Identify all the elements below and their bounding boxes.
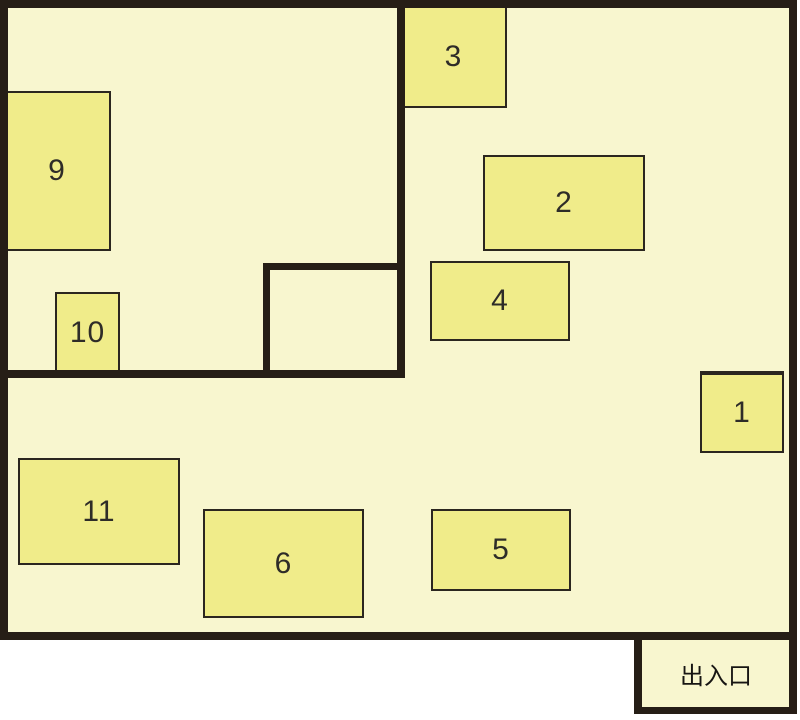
room-box-9[interactable]: 9 xyxy=(3,91,111,251)
room-box-5-label: 5 xyxy=(492,533,510,566)
wall-interior-vertical xyxy=(397,0,405,378)
room-box-1-label: 1 xyxy=(733,396,751,429)
wall-outer-left xyxy=(0,0,8,640)
room-box-1[interactable]: 1 xyxy=(700,371,784,453)
wall-entrance-left xyxy=(634,632,642,714)
room-box-4[interactable]: 4 xyxy=(430,261,570,341)
room-box-3[interactable]: 3 xyxy=(400,6,507,108)
entrance-label: 出入口 xyxy=(680,661,752,690)
entrance-floor-area xyxy=(634,632,797,714)
room-box-9-label: 9 xyxy=(48,154,66,187)
room-box-5[interactable]: 5 xyxy=(431,509,571,591)
wall-entrance-bottom xyxy=(634,707,797,714)
room-box-3-label: 3 xyxy=(444,40,463,73)
room-box-10[interactable]: 10 xyxy=(55,292,120,374)
room-box-2[interactable]: 2 xyxy=(483,155,645,251)
room-box-11-label: 11 xyxy=(82,494,116,528)
room-box-4-label: 4 xyxy=(491,284,509,317)
room-box-6-label: 6 xyxy=(274,546,293,580)
wall-alcove-left xyxy=(263,263,270,377)
entrance-room[interactable]: 出入口 xyxy=(642,640,790,706)
room-box-6[interactable]: 6 xyxy=(203,509,364,618)
room-box-2-label: 2 xyxy=(555,186,573,219)
room-box-10-label: 10 xyxy=(69,316,106,349)
wall-alcove-top xyxy=(263,263,405,270)
wall-outer-bottom xyxy=(0,632,797,640)
room-box-11[interactable]: 11 xyxy=(18,458,180,565)
wall-interior-horizontal xyxy=(0,370,405,378)
wall-outer-right xyxy=(789,0,797,714)
